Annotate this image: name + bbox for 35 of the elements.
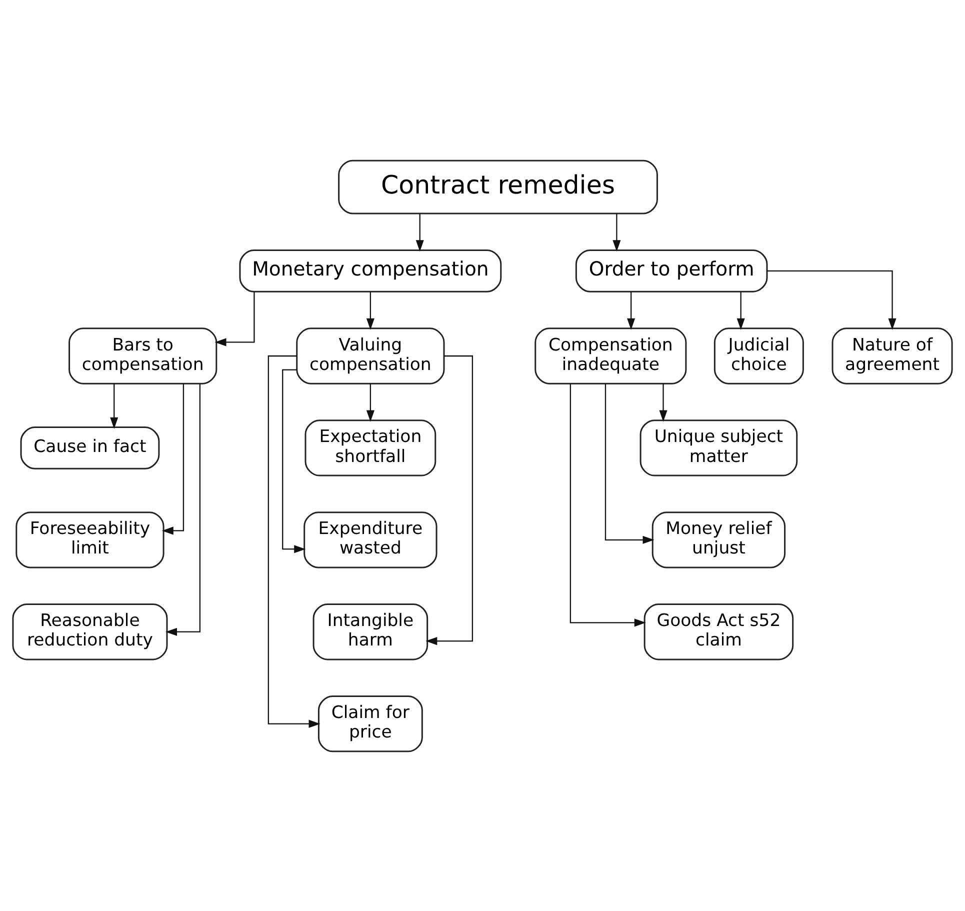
node-box: Reasonable reduction duty — [12, 603, 168, 660]
node-box: Expenditure wasted — [304, 511, 438, 568]
node-box: Nature of agreement — [832, 327, 953, 384]
arrow — [659, 383, 668, 422]
node-box: Expectation shortfall — [304, 419, 436, 476]
node-box: Contract remedies — [338, 159, 658, 214]
arrow — [426, 354, 474, 645]
node-box: Valuing compensation — [296, 327, 445, 384]
node-box: Intangible harm — [312, 603, 428, 660]
arrow — [767, 270, 896, 330]
arrow — [570, 384, 646, 626]
node-box: Foreseeability limit — [16, 511, 164, 568]
node-box: Judicial choice — [714, 327, 804, 384]
node-box: Bars to compensation — [68, 327, 218, 384]
node-box: Order to perform — [575, 249, 768, 292]
node-box: Cause in fact — [20, 426, 160, 469]
arrow — [214, 291, 255, 346]
node-box: Goods Act s52 claim — [644, 603, 794, 660]
arrow — [166, 383, 200, 636]
arrow — [268, 354, 320, 728]
node-box: Money relief unjust — [652, 511, 786, 568]
arrow — [366, 291, 374, 330]
arrow — [736, 291, 745, 330]
arrow — [416, 213, 424, 252]
arrow — [604, 383, 654, 544]
arrow — [162, 383, 184, 534]
node-box: Claim for price — [318, 694, 423, 752]
arrow — [366, 383, 374, 422]
arrow — [282, 368, 306, 553]
node-box: Unique subject matter — [640, 419, 798, 476]
arrow — [110, 383, 118, 428]
arrow — [612, 213, 621, 252]
node-box: Compensation inadequate — [534, 327, 687, 384]
arrow — [627, 291, 636, 330]
node-box: Monetary compensation — [239, 249, 502, 292]
